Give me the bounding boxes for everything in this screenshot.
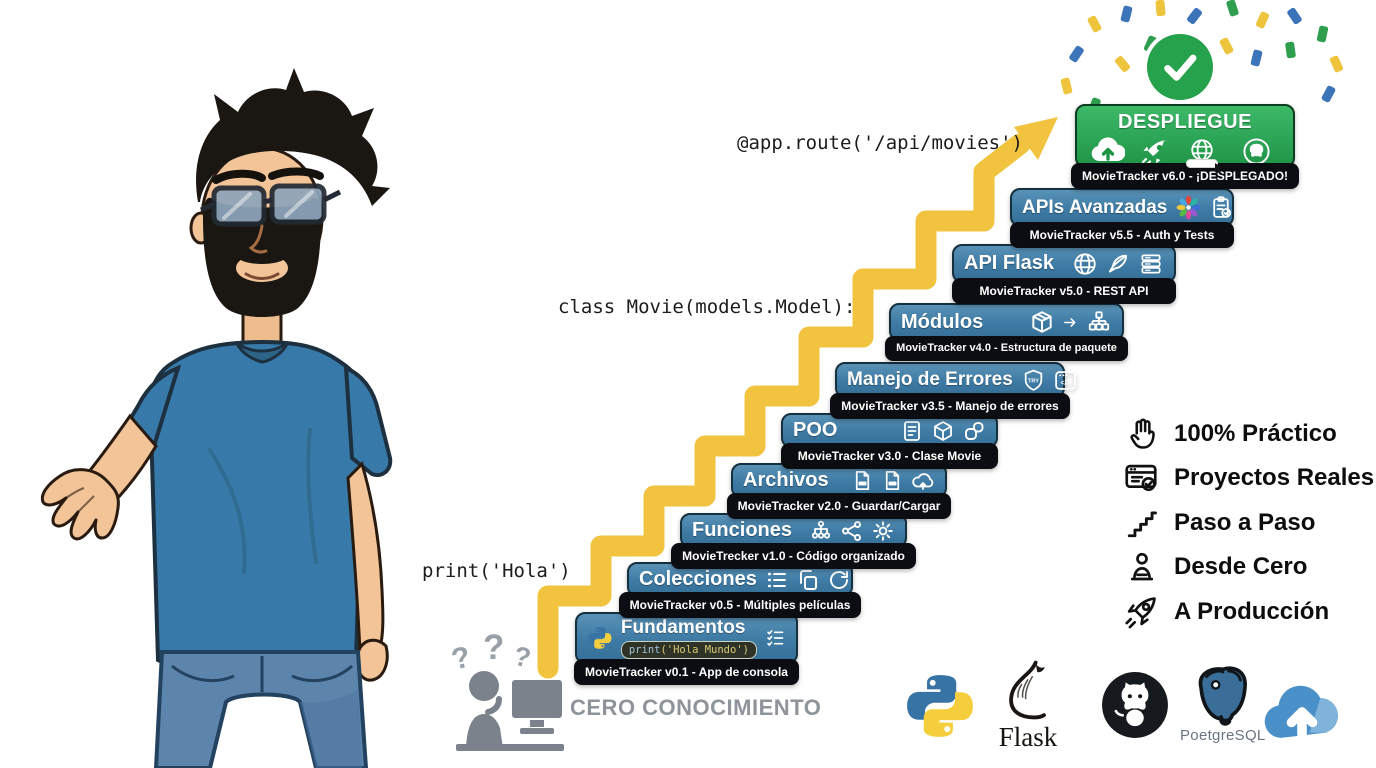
code-snippet-class: class Movie(models.Model): bbox=[558, 296, 856, 318]
stairs-icon bbox=[1124, 505, 1160, 541]
confetti bbox=[1155, 0, 1166, 17]
start-label: CERO CONOCIMIENTO bbox=[570, 695, 822, 720]
github-logo bbox=[1100, 670, 1170, 740]
step-title: Módulos bbox=[901, 310, 984, 333]
copy-icon bbox=[796, 568, 820, 592]
browser-check-icon bbox=[1122, 459, 1160, 497]
question-mark: ? bbox=[483, 628, 505, 667]
feature-label: A Producción bbox=[1174, 598, 1330, 625]
list-icon bbox=[765, 568, 789, 592]
step-subtitle: MovieTracker v2.0 - Guardar/Cargar bbox=[726, 493, 952, 519]
step-apis-avanzadas: APIs Avanzadas MovieTracker v5.5 - Auth … bbox=[1010, 188, 1234, 248]
person-laptop-icon bbox=[1124, 549, 1160, 585]
step-subtitle: MovieTracker v5.5 - Auth y Tests bbox=[1010, 222, 1234, 248]
svg-text:</>: </> bbox=[1060, 380, 1070, 387]
step-subtitle: MovieTrecker v1.0 - Código organizado bbox=[671, 543, 916, 569]
postgresql-label: PoetgreSQL bbox=[1180, 727, 1266, 744]
flask-logo: Flask bbox=[995, 658, 1061, 751]
file-icon bbox=[851, 469, 874, 492]
globe-icon bbox=[1072, 251, 1098, 277]
cursor-icon bbox=[1214, 163, 1223, 174]
step-despliegue: DESPLIEGUE bbox=[1070, 104, 1300, 189]
feature-paso-a-paso: Paso a Paso bbox=[1124, 505, 1315, 541]
package-tree-icon bbox=[1086, 309, 1112, 335]
step-subtitle: MovieTracker v5.0 - REST API bbox=[952, 278, 1176, 304]
summit-subtitle: MovieTracker v6.0 - ¡DESPLEGADO! bbox=[1070, 163, 1300, 189]
code-snippet-print: print('Hola') bbox=[422, 560, 571, 582]
summit-title: DESPLIEGUE bbox=[1118, 111, 1252, 133]
postgresql-logo: PoetgreSQL bbox=[1180, 662, 1266, 743]
feature-label: 100% Práctico bbox=[1174, 420, 1337, 447]
feature-label: Paso a Paso bbox=[1174, 509, 1316, 536]
feature-produccion: A Producción bbox=[1122, 593, 1329, 631]
step-modulos: Módulos MovieTracker v4.0 - Estructura d… bbox=[885, 303, 1128, 361]
step-poo: POO MovieTracker v3.0 - Clase Movie bbox=[781, 413, 998, 469]
cloud-upload-logo bbox=[1256, 676, 1348, 746]
step-manejo-errores: Manejo de Errores TRY </> MovieTracker v… bbox=[830, 362, 1076, 419]
step-title: Fundamentos bbox=[620, 616, 746, 638]
share-nodes-icon bbox=[840, 519, 864, 543]
step-title: API Flask bbox=[964, 252, 1055, 274]
step-title: Colecciones bbox=[639, 568, 757, 590]
clipboard-check-icon bbox=[1209, 195, 1234, 220]
flask-label: Flask bbox=[998, 722, 1058, 752]
step-subtitle: MovieTracker v3.5 - Manejo de errores bbox=[830, 393, 1070, 419]
step-subtitle: MovieTracker v0.5 - Múltiples películas bbox=[618, 592, 862, 618]
step-subtitle: MovieTracker v3.0 - Clase Movie bbox=[781, 443, 998, 469]
svg-text:TRY: TRY bbox=[1028, 378, 1039, 384]
rocket-icon bbox=[1122, 593, 1160, 631]
python-logo bbox=[903, 668, 977, 744]
feature-label: Proyectos Reales bbox=[1174, 464, 1375, 491]
feature-desde-cero: Desde Cero bbox=[1124, 549, 1307, 585]
cube-icon bbox=[931, 419, 955, 443]
success-check-icon bbox=[1147, 34, 1213, 100]
step-title: Funciones bbox=[692, 519, 793, 541]
step-subtitle: MovieTracker v0.1 - App de consola bbox=[574, 659, 799, 685]
python-logo-icon bbox=[587, 622, 613, 654]
confused-person-at-computer-icon bbox=[456, 671, 564, 751]
step-title: POO bbox=[793, 419, 838, 441]
step-title: Archivos bbox=[743, 469, 829, 491]
step-colecciones: Colecciones MovieTracker v0.5 - Múltiple… bbox=[618, 562, 862, 618]
cloud-upload-icon bbox=[911, 469, 935, 493]
step-fundamentos: Fundamentos print('Hola Mundo') MovieTra… bbox=[574, 612, 799, 685]
refresh-icon bbox=[827, 568, 851, 592]
globe-live-icon bbox=[1185, 137, 1223, 174]
code-window-icon: </> bbox=[1055, 370, 1076, 390]
instructor-illustration bbox=[40, 68, 393, 768]
step-title: APIs Avanzadas bbox=[1022, 196, 1168, 218]
feature-label: Desde Cero bbox=[1174, 553, 1308, 580]
package-icon bbox=[1029, 309, 1055, 335]
step-archivos: Archivos MovieTracker v2.0 - Guardar/Car… bbox=[726, 463, 952, 519]
document-icon bbox=[900, 419, 924, 443]
step-title: Manejo de Errores bbox=[847, 369, 1013, 390]
live-url-badge bbox=[1185, 159, 1218, 168]
arrow-right-icon bbox=[1062, 314, 1079, 331]
gear-icon bbox=[871, 519, 895, 543]
feature-proyectos: Proyectos Reales bbox=[1122, 459, 1374, 497]
hand-icon bbox=[1124, 416, 1160, 452]
feature-practico: 100% Práctico bbox=[1124, 416, 1337, 452]
pinwheel-icon bbox=[1176, 195, 1201, 220]
cloud-upload-icon bbox=[1091, 137, 1125, 162]
step-subtitle: MovieTracker v4.0 - Estructura de paquet… bbox=[885, 336, 1128, 361]
hierarchy-icon bbox=[809, 519, 833, 543]
instances-icon bbox=[962, 419, 986, 443]
endpoints-icon bbox=[1138, 251, 1164, 277]
code-chip: print('Hola Mundo') bbox=[620, 640, 757, 660]
step-api-flask: API Flask MovieTracker v5.0 - REST API bbox=[952, 244, 1176, 304]
feather-icon bbox=[1105, 251, 1131, 277]
step-funciones: Funciones MovieTrecker v1.0 - Código org… bbox=[671, 513, 916, 569]
shield-try-icon: TRY bbox=[1024, 369, 1042, 391]
code-snippet-route: @app.route('/api/movies') bbox=[737, 132, 1023, 154]
checklist-icon bbox=[765, 625, 786, 651]
file-icon bbox=[881, 469, 904, 492]
